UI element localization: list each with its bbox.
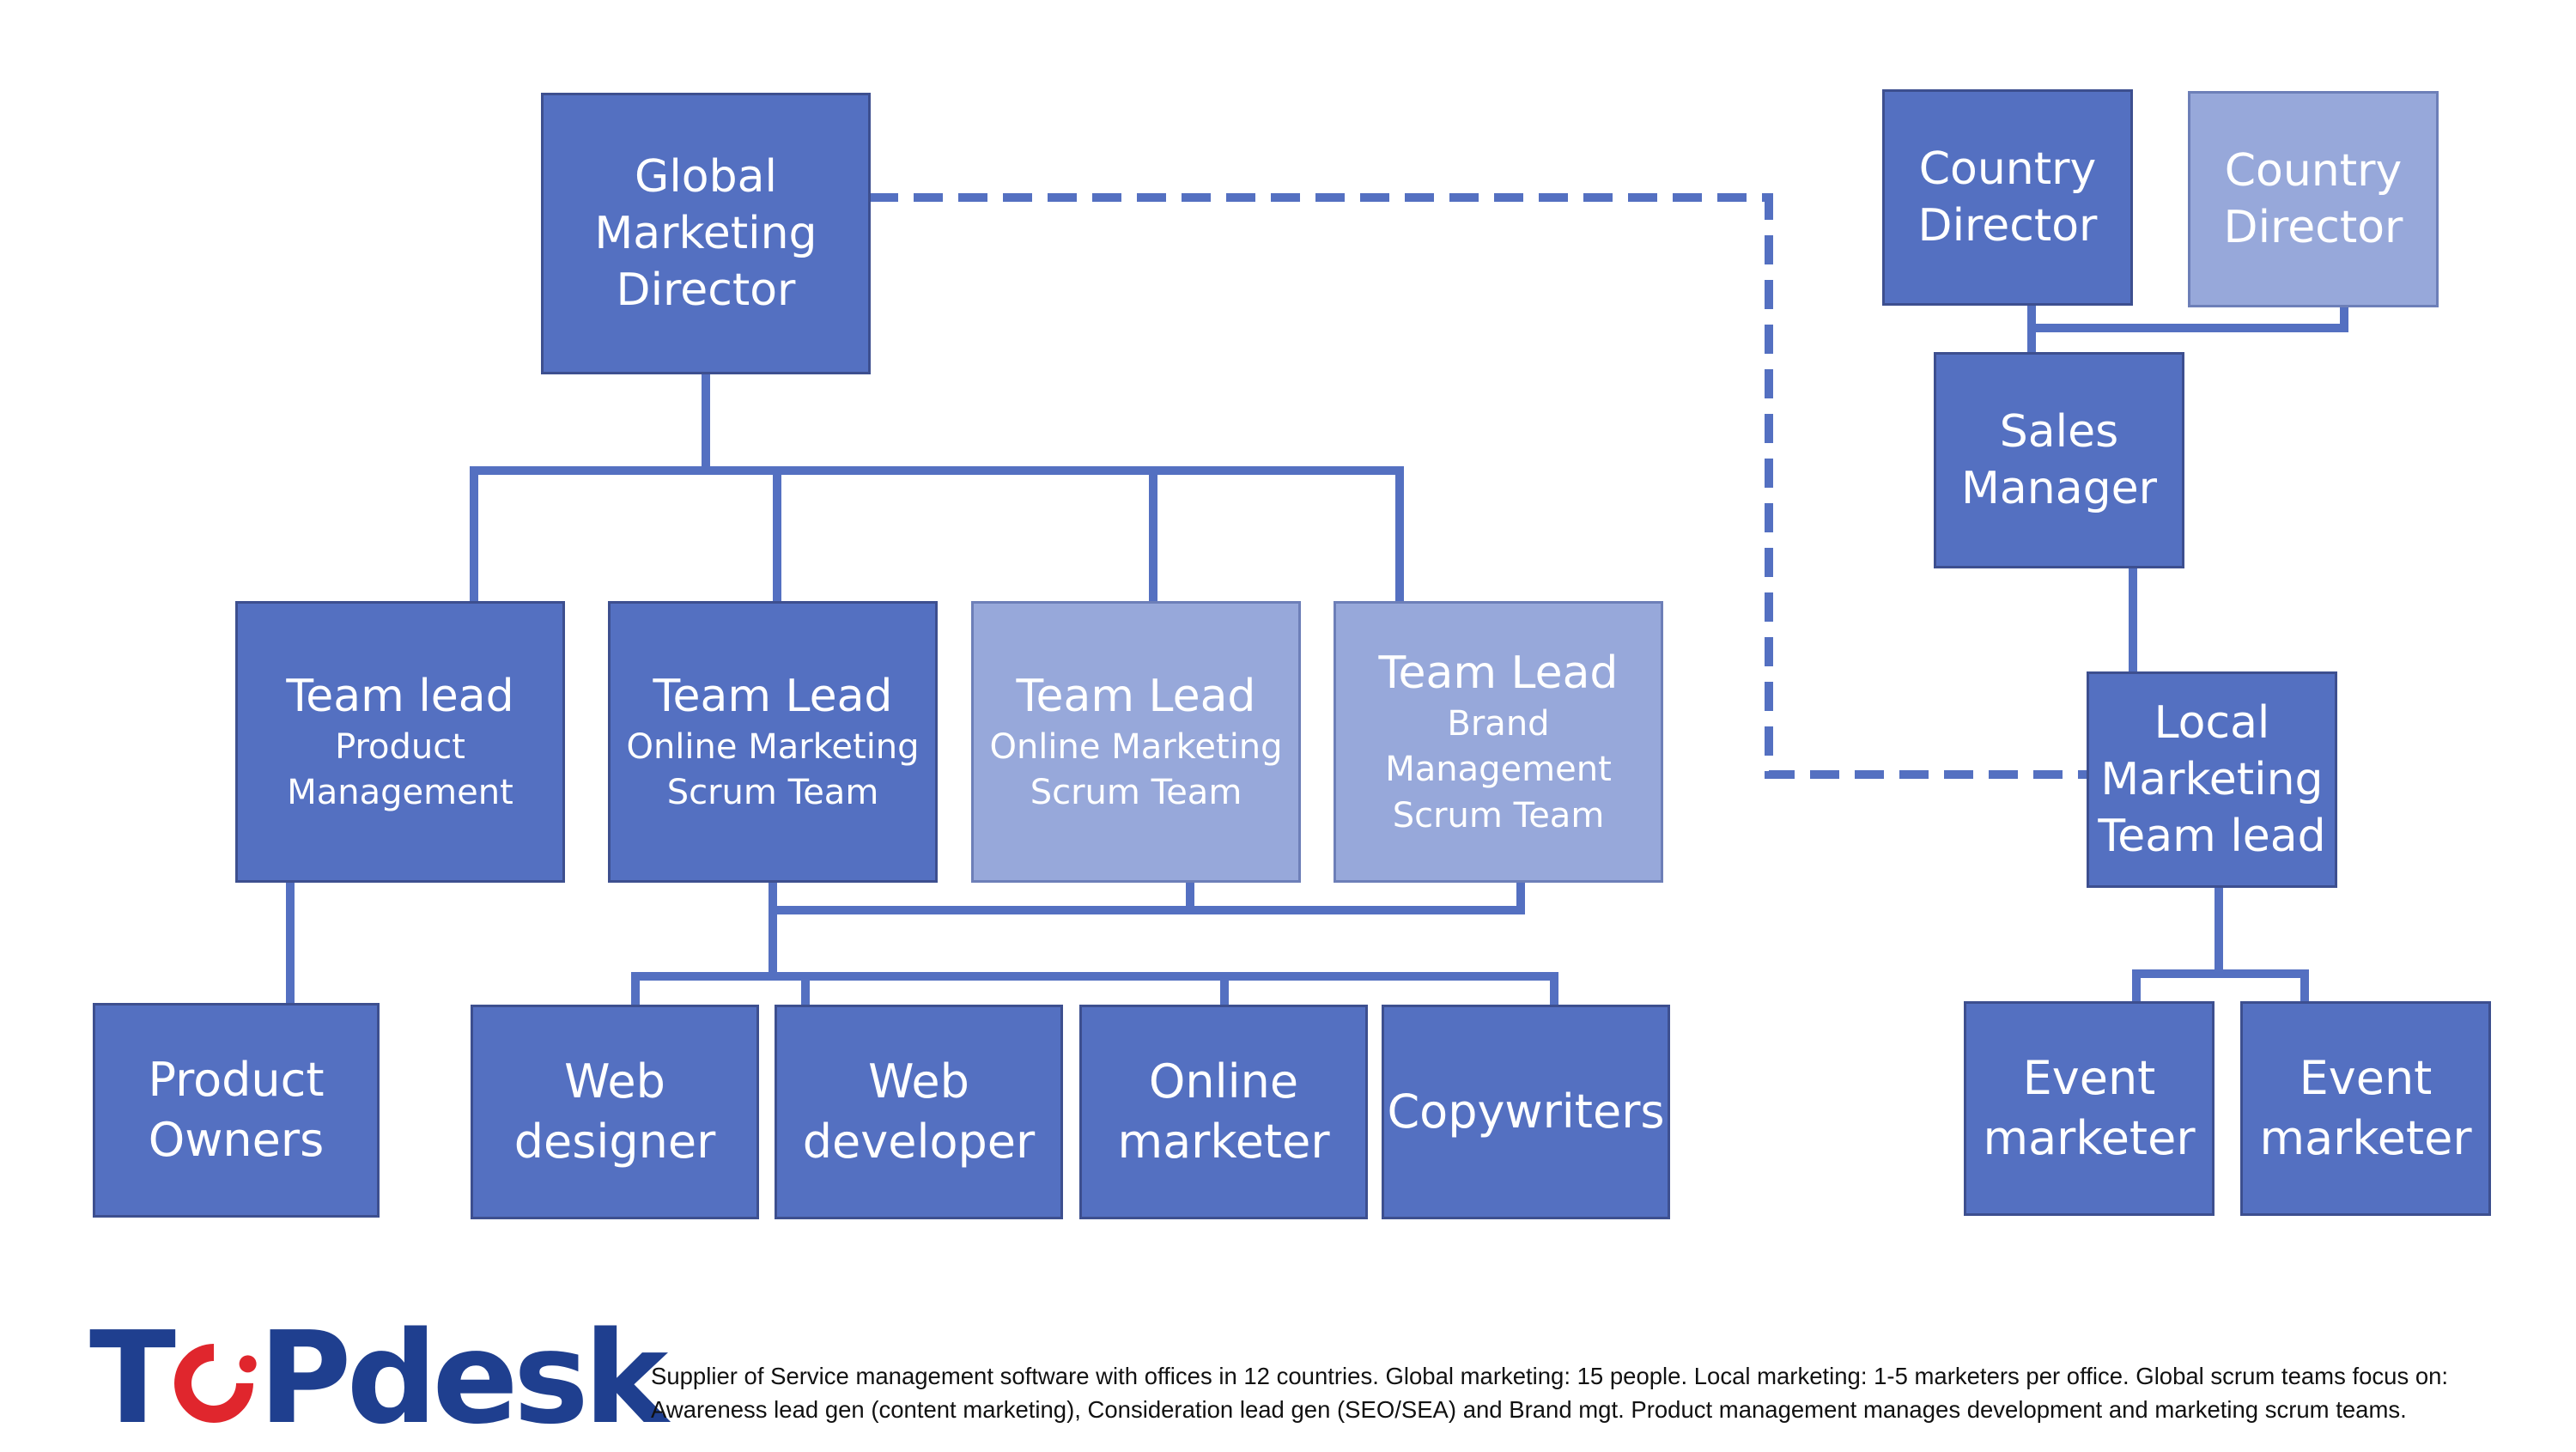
footnote-line: Supplier of Service management software … bbox=[651, 1363, 2449, 1389]
node-text: Event bbox=[2022, 1050, 2156, 1105]
node-web-developer: Web developer bbox=[775, 1005, 1063, 1219]
node-product-owners: Product Owners bbox=[93, 1003, 380, 1218]
node-text: Marketing bbox=[2100, 753, 2324, 805]
node-team-lead-online-marketing-2: Team Lead Online Marketing Scrum Team bbox=[971, 601, 1301, 883]
node-text: marketer bbox=[2259, 1111, 2472, 1165]
node-text: designer bbox=[513, 1115, 716, 1169]
footnote: Supplier of Service management software … bbox=[651, 1359, 2566, 1426]
node-country-director-1: Country Director bbox=[1882, 89, 2133, 306]
node-text: Web bbox=[868, 1054, 969, 1109]
node-text: Owners bbox=[148, 1113, 325, 1167]
node-subtitle: Product bbox=[335, 726, 465, 767]
node-text: Copywriters bbox=[1387, 1084, 1665, 1139]
node-title: Team Lead bbox=[1378, 647, 1619, 700]
node-team-lead-brand-management: Team Lead Brand Management Scrum Team bbox=[1334, 601, 1663, 883]
node-text: Team lead bbox=[2098, 811, 2326, 863]
node-subtitle: Online Marketing bbox=[989, 726, 1283, 767]
logo-ring-icon bbox=[157, 1327, 270, 1440]
node-text: Online bbox=[1148, 1054, 1299, 1109]
node-subtitle: Management bbox=[1385, 750, 1612, 790]
footnote-line: Awareness lead gen (content marketing), … bbox=[651, 1396, 2407, 1424]
dashed-reporting-line bbox=[869, 193, 2087, 779]
node-subtitle: Scrum Team bbox=[1392, 795, 1605, 835]
logo-text-right: Pdesk bbox=[258, 1304, 668, 1452]
node-text: Country bbox=[1918, 143, 2097, 195]
node-text: Event bbox=[2299, 1050, 2433, 1105]
node-subtitle: Scrum Team bbox=[666, 773, 879, 813]
node-text: Web bbox=[564, 1054, 665, 1109]
node-event-marketer-2: Event marketer bbox=[2240, 1001, 2491, 1216]
node-text: Manager bbox=[1961, 463, 2157, 514]
node-text: Director bbox=[1917, 200, 2098, 252]
node-title: Team Lead bbox=[653, 670, 893, 722]
logo-ring-dot bbox=[235, 1352, 260, 1376]
node-text: Sales bbox=[1999, 405, 2119, 458]
node-text: marketer bbox=[1117, 1115, 1330, 1169]
node-subtitle: Brand bbox=[1447, 704, 1550, 744]
logo-text-left: T bbox=[89, 1304, 176, 1452]
node-team-lead-product-management: Team lead Product Management bbox=[235, 601, 565, 883]
node-sales-manager: Sales Manager bbox=[1934, 352, 2184, 568]
node-global-marketing-director: Global Marketing Director bbox=[541, 93, 871, 374]
node-text: Local bbox=[2154, 696, 2270, 749]
node-text: Global bbox=[635, 150, 777, 203]
node-subtitle: Management bbox=[287, 773, 513, 813]
node-text: developer bbox=[802, 1115, 1036, 1169]
node-text: Director bbox=[2223, 202, 2403, 253]
node-team-lead-online-marketing-1: Team Lead Online Marketing Scrum Team bbox=[608, 601, 938, 883]
node-text: Country bbox=[2224, 144, 2403, 197]
topdesk-logo: T Pdesk bbox=[89, 1304, 668, 1452]
node-title: Team Lead bbox=[1016, 670, 1256, 722]
node-web-designer: Web designer bbox=[471, 1005, 759, 1219]
node-online-marketer: Online marketer bbox=[1079, 1005, 1368, 1219]
node-country-director-2: Country Director bbox=[2188, 91, 2439, 307]
node-local-marketing-team-lead: Local Marketing Team lead bbox=[2087, 671, 2337, 888]
node-text: Product bbox=[148, 1052, 325, 1107]
node-text: Marketing bbox=[594, 207, 817, 259]
node-subtitle: Online Marketing bbox=[626, 726, 920, 767]
node-event-marketer-1: Event marketer bbox=[1964, 1001, 2215, 1216]
node-copywriters: Copywriters bbox=[1382, 1005, 1670, 1219]
node-text: Director bbox=[616, 264, 796, 317]
node-title: Team lead bbox=[286, 670, 514, 722]
node-text: marketer bbox=[1983, 1111, 2196, 1165]
node-subtitle: Scrum Team bbox=[1030, 773, 1242, 813]
